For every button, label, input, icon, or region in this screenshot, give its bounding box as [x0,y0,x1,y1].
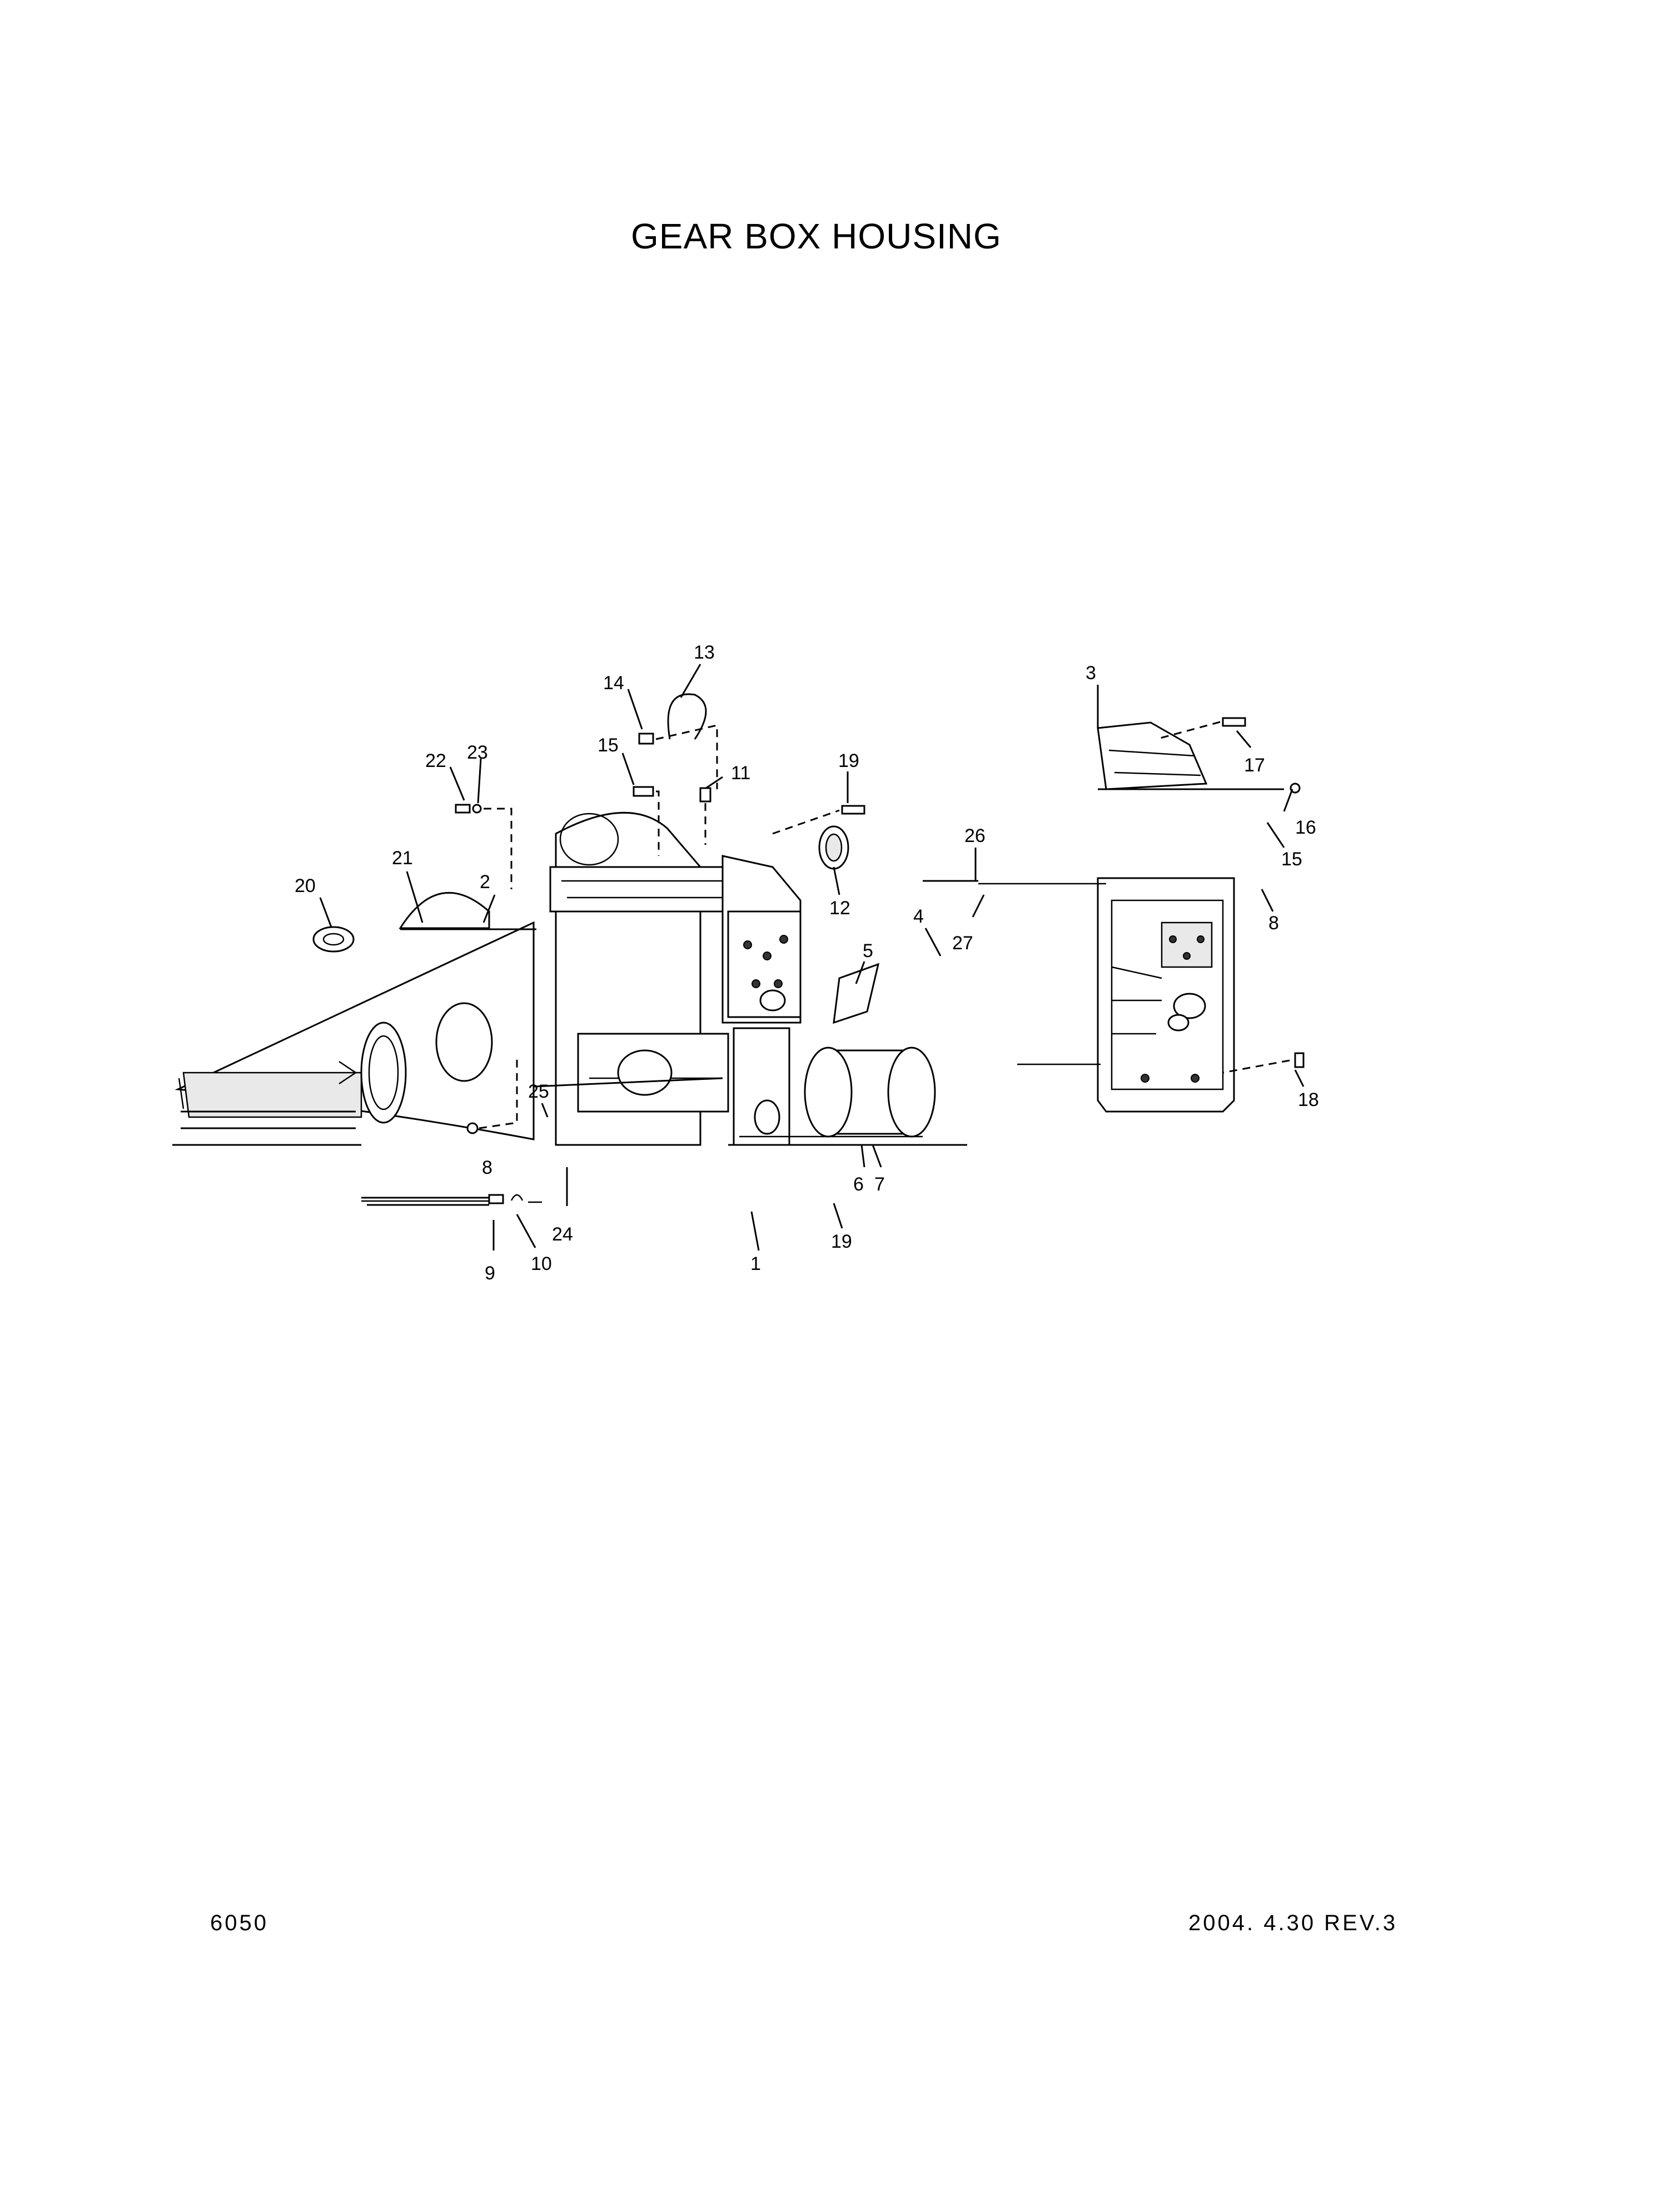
callout-23: 23 [467,742,488,763]
seal-cap-12 [818,825,849,870]
callout-17: 17 [1244,755,1265,776]
callout-15-right: 15 [1281,849,1302,870]
callout-15-top: 15 [598,735,619,756]
callout-19-top: 19 [838,750,859,771]
callout-labels: 1 2 3 4 5 6 7 8 8 9 10 11 12 13 14 15 15… [295,642,1319,1284]
left-cover-assembly [172,891,536,1146]
callout-14: 14 [603,672,624,694]
callout-4: 4 [913,906,924,927]
callout-3: 3 [1086,662,1096,684]
fasteners [455,693,1305,1134]
callout-2: 2 [480,871,490,893]
callout-20: 20 [295,875,316,896]
callout-10: 10 [531,1253,552,1274]
callout-1: 1 [750,1253,761,1274]
callout-7: 7 [874,1174,885,1195]
callout-27: 27 [952,933,973,954]
revision-date: 2004. 4.30 REV.3 [1188,1911,1398,1935]
main-housing [533,811,967,1146]
callout-8-right: 8 [1268,913,1279,934]
callout-22: 22 [425,750,446,771]
callout-6: 6 [853,1174,864,1195]
callout-25: 25 [528,1081,549,1102]
leader-lines [319,664,1305,1251]
callout-9: 9 [485,1263,495,1284]
bracket-5 [833,963,880,1024]
callout-21: 21 [392,848,413,869]
dowel-pin-19-top [841,805,865,815]
callout-18: 18 [1298,1089,1319,1110]
callout-26: 26 [964,825,986,846]
callout-8-lower: 8 [482,1157,492,1178]
callout-19-bottom: 19 [831,1231,852,1252]
bearing-drum [804,1047,936,1138]
right-cover-assembly [1097,721,1284,1113]
callout-12: 12 [829,898,850,919]
diagram-title: GEAR BOX HOUSING [631,216,1002,256]
callout-16: 16 [1295,817,1316,838]
callout-24: 24 [552,1224,573,1245]
callout-13: 13 [694,642,715,663]
oil-pan-plate [361,1194,542,1206]
callout-5: 5 [863,940,873,961]
callout-11: 11 [731,763,750,784]
page-code: 6050 [210,1911,268,1935]
